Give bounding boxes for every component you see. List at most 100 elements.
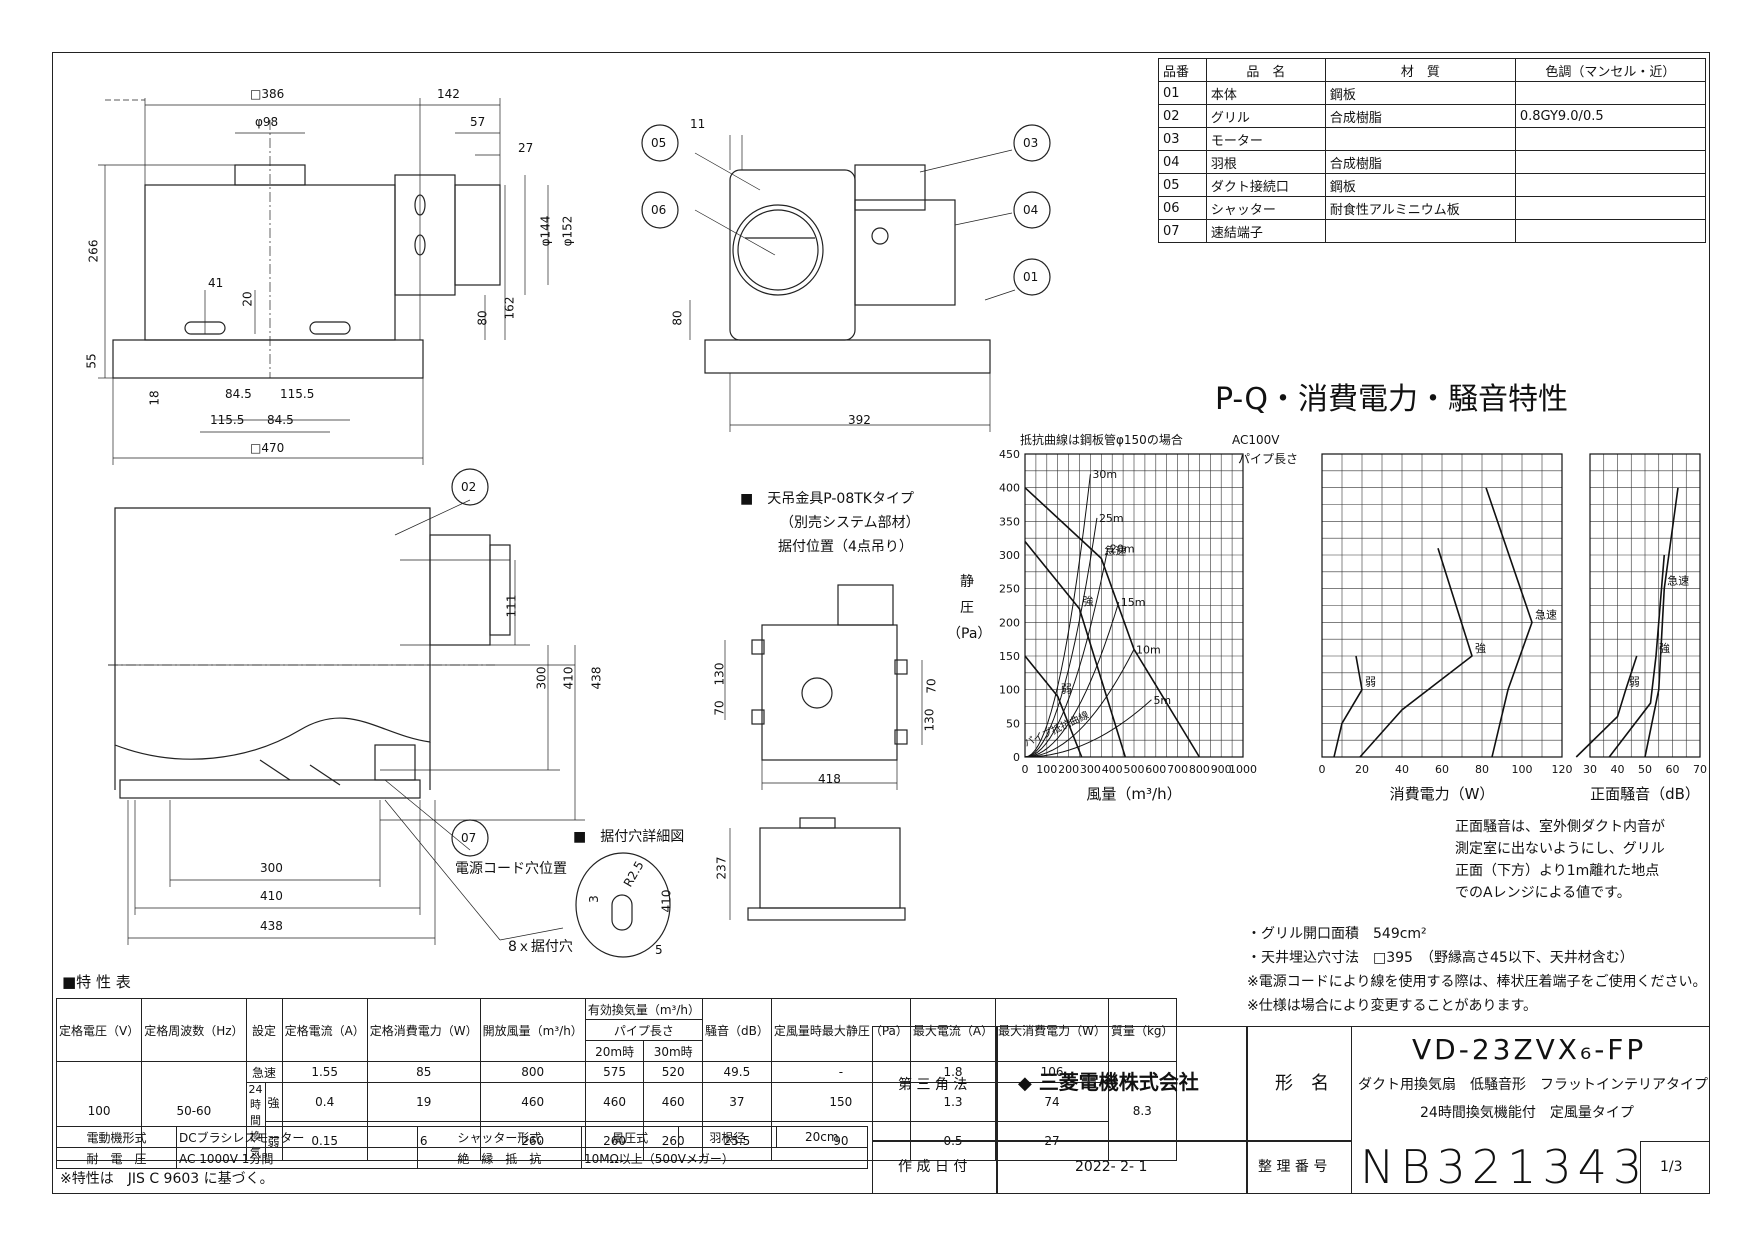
tb-number-label-cell xyxy=(1247,1141,1352,1194)
series-label: 弱 xyxy=(1061,682,1072,695)
x-axis-label: 消費電力（W） xyxy=(1390,785,1495,803)
parts-cell: 03 xyxy=(1158,127,1207,151)
parts-cell: 鋼板 xyxy=(1324,173,1516,197)
parts-cell: 羽根 xyxy=(1205,150,1326,174)
parts-h-material: 材 質 xyxy=(1324,58,1516,82)
y-tick-label: 250 xyxy=(999,583,1020,596)
parts-cell: 合成樹脂 xyxy=(1324,104,1516,128)
pipe-curve xyxy=(1024,474,1091,758)
spec-h-20: 20m時 xyxy=(584,1040,645,1062)
parts-cell: 02 xyxy=(1158,104,1207,128)
model-desc-2: 24時間換気機能付 定風量タイプ xyxy=(1420,1105,1634,1121)
insul-value: 10MΩ以上（500Vメガー） xyxy=(581,1147,868,1169)
x-tick-label: 1000 xyxy=(1229,763,1257,776)
note-2: ・天井埋込穴寸法 □395 （野縁高さ45以下、天井材含む） xyxy=(1247,950,1634,966)
dim-5: 5 xyxy=(655,943,663,957)
series-line xyxy=(1485,487,1533,758)
x-axis-label: 正面騒音（dB） xyxy=(1590,785,1700,803)
x-tick-label: 0 xyxy=(1319,763,1326,776)
parts-cell: 05 xyxy=(1158,173,1207,197)
spec-h-flow: 開放風量（m³/h） xyxy=(479,998,586,1062)
callout-03: 03 xyxy=(1023,136,1039,150)
model-label: 形 名 xyxy=(1275,1073,1329,1094)
motor-label: 電動機形式 xyxy=(56,1126,177,1148)
spec-cell: 49.5 xyxy=(701,1061,772,1083)
chart-voltage: AC100V xyxy=(1232,433,1280,447)
spec-h-pipe: パイプ長さ xyxy=(584,1019,703,1041)
series-label: 強 xyxy=(1083,595,1094,608)
spec-h-maxpow: 最大消費電力（W） xyxy=(995,998,1109,1062)
dim-142: 142 xyxy=(437,87,460,101)
x-tick-label: 20 xyxy=(1355,763,1369,776)
x-tick-label: 100 xyxy=(1036,763,1057,776)
company-name: 三菱電機株式会社 xyxy=(1038,1070,1199,1094)
series-line xyxy=(1644,487,1679,758)
date-value: 2022- 2- 1 xyxy=(1075,1159,1148,1175)
insul-label: 絶 縁 抵 抗 xyxy=(416,1147,583,1169)
company-logo: ◆ 三菱電機株式会社 xyxy=(1018,1072,1199,1093)
x-tick-label: 700 xyxy=(1167,763,1188,776)
jis-note: ※特性は JIS C 9603 に基づく。 xyxy=(60,1171,274,1187)
callout-04: 04 xyxy=(1023,203,1039,217)
y-tick-label: 400 xyxy=(999,482,1020,495)
grille-view xyxy=(108,468,585,945)
spec-mode-1: 強 xyxy=(264,1082,283,1122)
hanger-title-text: 天吊金具P-08TKタイプ xyxy=(767,491,914,507)
chart-ylabel-1: 静 xyxy=(960,574,974,590)
note-3: ※電源コードにより線を使用する際は、棒状圧着端子をご使用ください。 xyxy=(1247,974,1707,990)
x-tick-label: 70 xyxy=(1693,763,1707,776)
hanger-sub1: （別売システム部材） xyxy=(780,515,920,531)
parts-cell xyxy=(1324,127,1516,151)
spec-extra-table: 電動機形式 DCブラシレスモーター シャッター形式 風圧式 羽根径 20cm 耐… xyxy=(56,1126,868,1169)
mitsubishi-logo-icon: ◆ xyxy=(1018,1073,1032,1094)
dim-84a: 84.5 xyxy=(225,387,252,401)
series-label: 弱 xyxy=(1365,676,1376,689)
spec-cell: 74 xyxy=(995,1082,1109,1122)
dim-300b: 300 xyxy=(260,861,283,875)
pipe-curve xyxy=(1024,548,1109,758)
pipe-length-label: 5m xyxy=(1153,694,1171,707)
x-tick-label: 40 xyxy=(1395,763,1409,776)
spec-mass: 8.3 xyxy=(1107,1061,1177,1161)
note-4: ※仕様は場合により変更することがあります。 xyxy=(1247,998,1538,1014)
date-label: 作 成 日 付 xyxy=(898,1159,968,1175)
motor-value: DCブラシレスモーター xyxy=(176,1126,418,1148)
x-tick-label: 60 xyxy=(1666,763,1680,776)
y-tick-label: 150 xyxy=(999,650,1020,663)
pipe-curve xyxy=(1024,601,1120,758)
hole-detail-title-text: 据付穴詳細図 xyxy=(600,829,685,845)
x-tick-label: 400 xyxy=(1102,763,1123,776)
dim-41: 41 xyxy=(208,276,224,290)
dim-386: □386 xyxy=(250,87,285,101)
spec-cell: 460 xyxy=(643,1082,703,1122)
hanger-view xyxy=(575,584,923,958)
spec-h-30: 30m時 xyxy=(643,1040,703,1062)
mount-holes-label: 8ｘ据付穴 xyxy=(508,939,573,955)
x-tick-label: 600 xyxy=(1145,763,1166,776)
hole-detail-title: ■ 据付穴詳細図 xyxy=(573,829,685,845)
y-tick-label: 0 xyxy=(1013,751,1020,764)
dim-84b: 84.5 xyxy=(267,413,294,427)
parts-cell xyxy=(1514,127,1707,151)
tb-company-cell xyxy=(997,1026,1247,1141)
hanger-sub2: 据付位置（4点吊り） xyxy=(778,539,913,555)
series-line xyxy=(1024,655,1083,758)
general-notes: ・グリル開口面積 549cm² ・天井埋込穴寸法 □395 （野縁高さ45以下、… xyxy=(1247,922,1706,1018)
noise-note-4: でのAレンジによる値です。 xyxy=(1455,885,1631,901)
x-tick-label: 200 xyxy=(1058,763,1079,776)
y-tick-label: 100 xyxy=(999,684,1020,697)
y-tick-label: 300 xyxy=(999,549,1020,562)
withstand-label: 耐 電 圧 xyxy=(56,1147,177,1169)
blade-value: 20cm xyxy=(775,1126,868,1148)
withstand-value: AC 1000V 1分間 xyxy=(176,1147,418,1169)
dim-98: φ98 xyxy=(255,115,279,129)
model-desc-1: ダクト用換気扇 低騒音形 フラットインテリアタイプ xyxy=(1358,1077,1708,1093)
parts-cell: 01 xyxy=(1158,81,1207,105)
x-tick-label: 100 xyxy=(1512,763,1533,776)
spec-cell: 1.55 xyxy=(281,1061,368,1083)
